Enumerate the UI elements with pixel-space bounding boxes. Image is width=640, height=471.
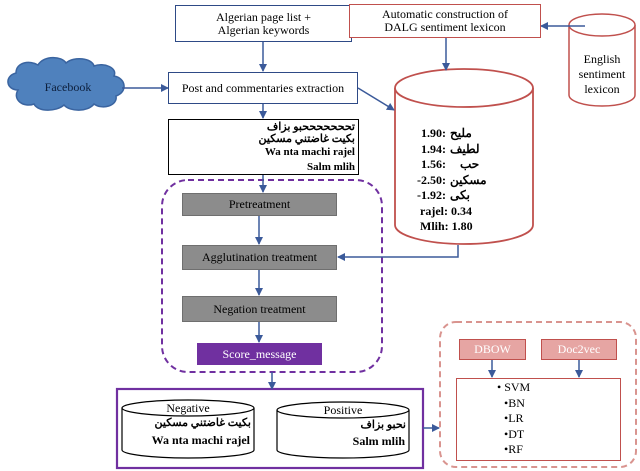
lexicon-row: 1.94:لطيف <box>410 142 520 158</box>
facebook-label: Facebook <box>44 80 92 94</box>
lexicon-word: حب <box>460 157 480 171</box>
negative-cylinder-top <box>121 399 255 417</box>
lexicon-score: -2.50 <box>417 172 442 187</box>
inputs-line2: Algerian keywords <box>217 22 310 37</box>
sample-comments-box: تحححححححبو بزاف بكيت غاضتني مسكين Wa nta… <box>168 119 359 175</box>
lexicon-word: لطيف <box>450 141 480 156</box>
classifier-label: LR <box>508 411 524 425</box>
dalg-line2: DALG sentiment lexicon <box>384 20 506 34</box>
classifier-label: RF <box>508 442 523 456</box>
classifier-item: • SVM <box>497 380 531 394</box>
inputs-line1: Algerian page list + <box>215 9 312 24</box>
comment-2: بكيت غاضتني مسكين <box>258 133 355 145</box>
dbow-label: DBOW <box>474 342 511 356</box>
arrow-lexicon-to-agglutination <box>337 245 459 261</box>
classifier-item: •DT <box>504 426 525 441</box>
lexicon-score: 0.34 <box>450 203 472 218</box>
lexicon-word: Mlih <box>420 219 445 233</box>
lexicon-word: بكى <box>450 188 470 202</box>
classifier-label: SVM <box>504 380 531 394</box>
positive-cylinder-top <box>276 401 410 419</box>
lexicon-word: rajel <box>420 203 444 218</box>
pretreatment-step: Pretreatment <box>182 193 337 216</box>
post-extraction-label: Post and commentaries extraction <box>181 80 345 95</box>
lexicon-word: مسكين <box>450 172 487 187</box>
score-message-step: Score_message <box>197 343 322 365</box>
positive-cylinder-body <box>276 410 410 459</box>
lexicon-row: rajel: 0.34 <box>420 203 472 218</box>
negation-label: Negation treatment <box>213 301 306 316</box>
lexicon-cylinder-body <box>394 88 534 245</box>
lexicon-row: Mlih: 1.80 <box>420 219 473 233</box>
positive-line1: نحبو بزاف <box>360 419 406 431</box>
agglutination-step: Agglutination treatment <box>182 245 337 270</box>
lexicon-score: 1.56 <box>421 157 442 171</box>
agglutination-label: Agglutination treatment <box>202 250 317 264</box>
dalg-line1: Automatic construction of <box>382 7 508 21</box>
negation-step: Negation treatment <box>182 296 337 322</box>
lexicon-row: -2.50:مسكين <box>410 173 520 189</box>
comment-4: Salm mlih <box>307 161 355 173</box>
pretreatment-label: Pretreatment <box>228 197 291 211</box>
lexicon-score: 1.80 <box>451 219 473 233</box>
lexicon-score: -1.92 <box>417 188 442 202</box>
classifier-item: •RF <box>504 442 523 456</box>
lexicon-score: 1.90 <box>421 126 442 140</box>
negative-line2: Wa nta machi rajel <box>151 433 250 447</box>
comment-1: تحححححححبو بزاف <box>266 121 355 133</box>
post-extraction-box: Post and commentaries extraction <box>168 72 358 104</box>
lexicon-word: مليح <box>450 126 472 140</box>
score-message-label: Score_message <box>222 346 297 361</box>
classifier-label: DT <box>508 426 525 441</box>
english-cylinder-top <box>568 13 636 37</box>
lexicon-row: -1.92:بكى <box>410 188 520 204</box>
lexicon-entries: 1.90:مليح 1.94:لطيف 1.56:حب -2.50:مسكين … <box>410 126 520 235</box>
dalg-construction-box: Automatic construction of DALG sentiment… <box>349 4 541 38</box>
lexicon-row: 1.56:حب <box>410 157 520 173</box>
english-lexicon-label: English sentiment lexicon <box>569 52 635 97</box>
english-cylinder-body <box>568 25 636 107</box>
dbow-box: DBOW <box>459 339 526 360</box>
doc2vec-box: Doc2vec <box>541 339 617 360</box>
lexicon-score: 1.94 <box>421 141 442 156</box>
classifier-box: • SVM •BN •LR •DT •RF <box>456 378 621 461</box>
negative-title: Negative <box>166 401 210 415</box>
classifier-container <box>439 321 637 468</box>
negative-line1: بكيت غاضتني مسكين <box>154 417 251 429</box>
negative-cylinder-body <box>121 408 255 459</box>
comment-3: Wa nta machi rajel <box>264 146 355 158</box>
english-line2: sentiment <box>578 67 626 81</box>
classifier-item: •BN <box>504 395 525 410</box>
lexicon-cylinder-top <box>394 68 534 108</box>
doc2vec-label: Doc2vec <box>557 342 601 356</box>
classifier-item: •LR <box>504 411 524 425</box>
facebook-cloud <box>7 56 125 111</box>
arrow-extraction-to-lexicon <box>357 87 395 111</box>
positive-line2: Salm mlih <box>352 434 405 448</box>
positive-title: Positive <box>323 403 363 417</box>
algerian-inputs-box: Algerian page list + Algerian keywords <box>175 5 352 42</box>
english-line3: lexicon <box>584 82 620 96</box>
english-line1: English <box>583 52 621 66</box>
classifier-label: BN <box>508 395 525 410</box>
lexicon-row: 1.90:مليح <box>410 126 520 142</box>
